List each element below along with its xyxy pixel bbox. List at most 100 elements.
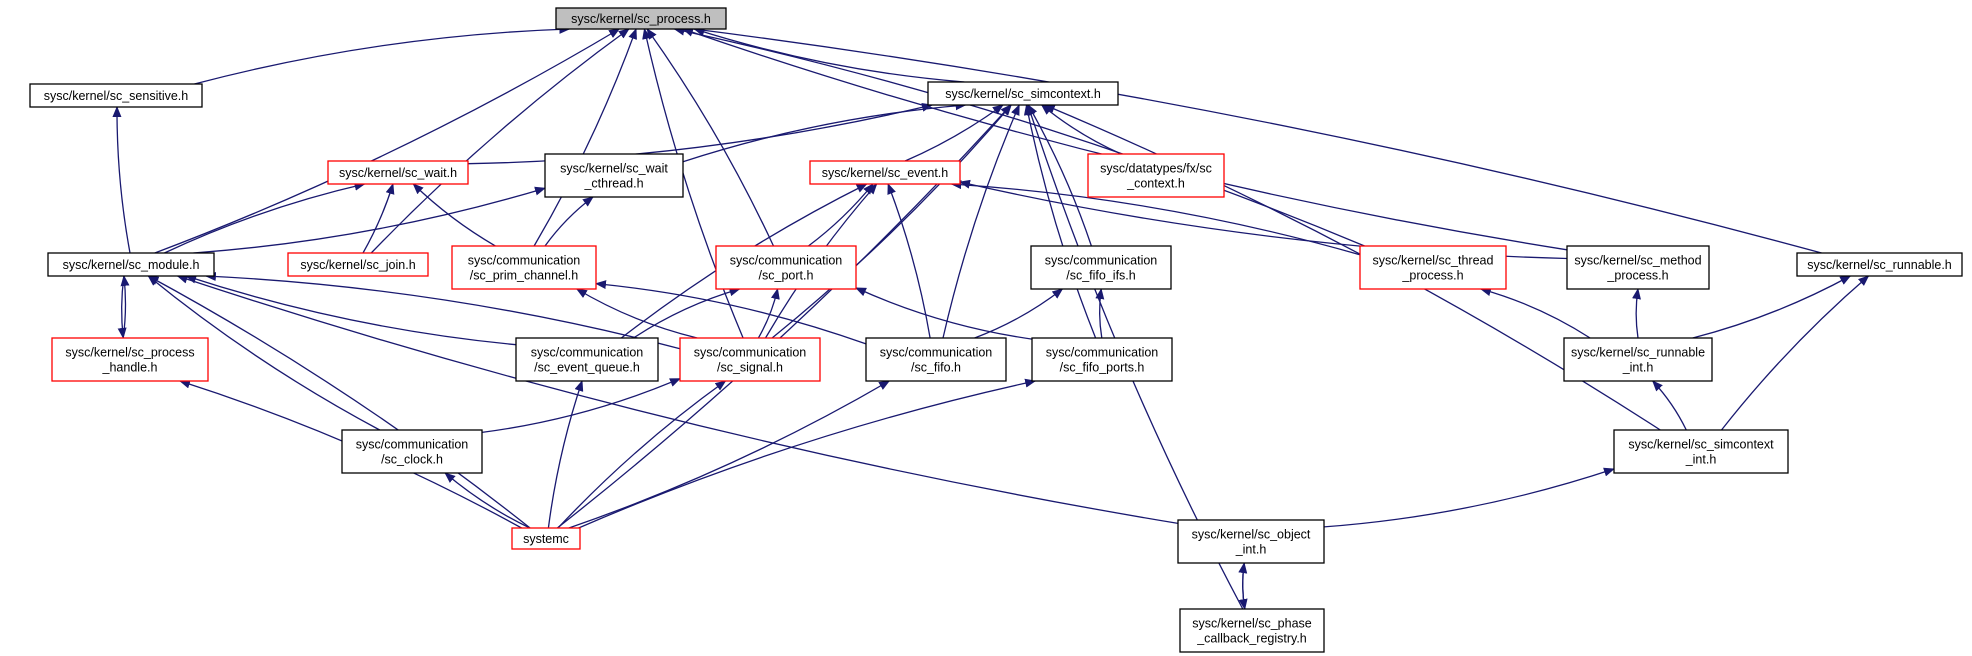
node-sc-process[interactable]: sysc/kernel/sc_process.h [555,7,727,30]
node-box [1177,519,1325,564]
node-sc-phase-callback-registry[interactable]: sysc/kernel/sc_phase_callback_registry.h [1179,608,1325,653]
edge-sc_signal-to-sc_port [757,288,780,339]
node-box [1030,245,1172,290]
node-sc-simcontext-int[interactable]: sysc/kernel/sc_simcontext_int.h [1613,429,1789,474]
edge-sc_clock-to-sc_module [147,275,381,431]
node-sc-thread-process[interactable]: sysc/kernel/sc_thread_process.h [1359,245,1507,290]
edge-sc_event-to-sc_simcontext [904,104,1004,162]
node-label: _process.h [1401,269,1463,283]
edge-systemc-to-sc_signal [557,380,727,529]
node-sc-event-queue[interactable]: sysc/communication/sc_event_queue.h [515,337,659,382]
node-fx-context[interactable]: sysc/datatypes/fx/sc_context.h [1087,153,1225,198]
node-sc-runnable[interactable]: sysc/kernel/sc_runnable.h [1796,252,1963,277]
node-box [515,337,659,382]
node-label: sysc/kernel/sc_wait [560,162,668,176]
node-label: sysc/kernel/sc_process.h [571,12,711,26]
edge-sc_prim_channel-to-sc_process [533,28,637,247]
node-sc-event[interactable]: sysc/kernel/sc_event.h [809,160,961,185]
edge-sc_module-to-sc_wait [164,181,366,254]
node-label: /sc_fifo.h [911,361,961,375]
node-sc-prim-channel[interactable]: sysc/communication/sc_prim_channel.h [451,245,597,290]
edge-sc_object_int-to-sc_phase_callback_registry [1238,563,1248,611]
node-sc-join[interactable]: sysc/kernel/sc_join.h [287,252,429,277]
node-sc-runnable-int[interactable]: sysc/kernel/sc_runnable_int.h [1563,337,1713,382]
node-sc-object-int[interactable]: sysc/kernel/sc_object_int.h [1177,519,1325,564]
node-sc-clock[interactable]: sysc/communication/sc_clock.h [341,429,483,474]
node-sc-wait-cthread[interactable]: sysc/kernel/sc_wait_cthread.h [544,153,684,198]
node-box [451,245,597,290]
node-label: sysc/kernel/sc_module.h [63,258,200,272]
node-label: /sc_signal.h [717,361,783,375]
edge-sc_wait-to-sc_simcontext [467,102,933,165]
node-sc-sensitive[interactable]: sysc/kernel/sc_sensitive.h [29,83,203,108]
edge-sc_simcontext_int-to-sc_runnable_int [1652,380,1687,431]
node-box [1613,429,1789,474]
node-box [1563,337,1713,382]
node-label: sysc/datatypes/fx/sc [1100,162,1212,176]
edge-sc_object_int-to-sc_simcontext_int [1323,467,1615,528]
node-label: sysc/communication [531,346,644,360]
node-sc-signal[interactable]: sysc/communication/sc_signal.h [679,337,821,382]
node-sc-simcontext[interactable]: sysc/kernel/sc_simcontext.h [927,81,1119,106]
edge-fx_context-to-sc_simcontext [1040,104,1122,155]
edges-layer [112,24,1870,611]
node-label: _callback_registry.h [1196,632,1307,646]
edge-sc_thread_process-to-sc_process [673,26,1365,247]
node-sc-fifo[interactable]: sysc/communication/sc_fifo.h [865,337,1007,382]
node-box [287,252,429,277]
node-label: sysc/kernel/sc_method [1574,254,1701,268]
nodes-layer: sysc/kernel/sc_process.h sysc/kernel/sc_s… [29,7,1963,653]
node-systemc[interactable]: systemc [511,527,581,550]
node-label: sysc/kernel/sc_simcontext.h [945,87,1101,101]
node-sc-method-process[interactable]: sysc/kernel/sc_method_process.h [1566,245,1710,290]
node-label: /sc_fifo_ifs.h [1066,269,1136,283]
node-label: /sc_prim_channel.h [470,269,578,283]
edge-systemc-to-sc_fifo_ports [578,378,1037,529]
edge-sc_object_int-to-sc_module [176,274,1179,525]
node-label: sysc/kernel/sc_runnable [1571,346,1705,360]
node-box [341,429,483,474]
node-label: _context.h [1126,177,1185,191]
node-label: sysc/kernel/sc_process [65,346,194,360]
edge-sc_runnable_int-to-sc_thread_process [1479,287,1591,339]
node-label: sysc/kernel/sc_phase [1192,617,1312,631]
edge-sc_join-to-sc_wait [362,183,395,254]
node-label: _process.h [1606,269,1668,283]
node-label: sysc/communication [356,438,469,452]
node-box [51,337,209,382]
node-sc-fifo-ifs[interactable]: sysc/communication/sc_fifo_ifs.h [1030,245,1172,290]
node-sc-port[interactable]: sysc/communication/sc_port.h [715,245,857,290]
edge-sc_event_queue-to-sc_module [185,274,517,346]
node-label: sysc/communication [1046,346,1159,360]
edge-systemc-to-sc_event_queue [547,380,584,529]
edge-sc_prim_channel-to-sc_wait [412,183,496,247]
node-label: sysc/kernel/sc_wait.h [339,166,457,180]
edge-sc_fifo-to-sc_event [887,183,931,339]
edge-sc_sensitive-to-sc_process [194,24,571,85]
node-label: sysc/communication [1045,254,1158,268]
node-sc-fifo-ports[interactable]: sysc/communication/sc_fifo_ports.h [1031,337,1173,382]
node-label: sysc/communication [880,346,993,360]
node-label: systemc [523,532,569,546]
node-label: /sc_fifo_ports.h [1060,361,1145,375]
edge-systemc-to-sc_clock [444,472,531,529]
edge-systemc-to-sc_fifo [568,380,891,529]
node-sc-module[interactable]: sysc/kernel/sc_module.h [47,252,215,277]
node-sc-process-handle[interactable]: sysc/kernel/sc_process_handle.h [51,337,209,382]
edge-sc_wait_cthread-to-sc_simcontext [682,101,967,163]
edge-sc_clock-to-sc_signal [481,378,681,434]
edge-sc_simcontext_int-to-sc_runnable [1720,275,1870,431]
node-label: /sc_clock.h [381,453,443,467]
edge-sc_signal-to-sc_prim_channel [575,288,698,339]
edge-sc_signal-to-sc_process [642,28,744,339]
node-label: sysc/kernel/sc_join.h [300,258,415,272]
node-label: _cthread.h [583,177,643,191]
edge-sc_fifo-to-sc_fifo_ifs [974,288,1064,339]
edge-sc_signal-to-sc_simcontext [771,104,1012,339]
node-label: sysc/communication [730,254,843,268]
node-sc-wait[interactable]: sysc/kernel/sc_wait.h [327,160,469,185]
node-label: sysc/kernel/sc_simcontext [1628,438,1774,452]
node-box [511,527,581,550]
node-box [1087,153,1225,198]
